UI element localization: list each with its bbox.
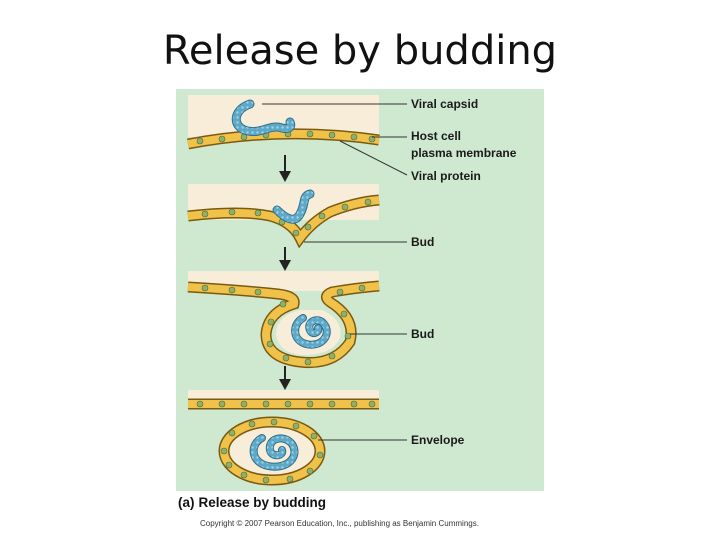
label-bud-2: Bud bbox=[411, 327, 434, 341]
figure-caption: (a)Release by budding bbox=[178, 495, 326, 510]
arrow-down bbox=[279, 366, 291, 390]
copyright-notice: Copyright © 2007 Pearson Education, Inc.… bbox=[200, 519, 479, 528]
label-plasma-membrane: plasma membrane bbox=[411, 146, 517, 160]
label-host-cell: Host cell bbox=[411, 129, 461, 143]
arrow-down bbox=[279, 247, 291, 271]
viral-proteins bbox=[220, 418, 324, 484]
label-envelope: Envelope bbox=[411, 433, 465, 447]
stage-3 bbox=[187, 271, 380, 369]
viral-proteins bbox=[201, 198, 372, 237]
viral-proteins bbox=[201, 284, 366, 366]
label-viral-capsid: Viral capsid bbox=[411, 97, 478, 111]
label-bud-1: Bud bbox=[411, 235, 434, 249]
stage-2 bbox=[187, 184, 380, 249]
caption-text: Release by budding bbox=[198, 495, 327, 510]
viral-proteins bbox=[196, 400, 376, 408]
slide-title: Release by budding bbox=[162, 28, 558, 74]
stage-4 bbox=[187, 390, 379, 486]
caption-letter: (a) bbox=[178, 495, 195, 510]
label-viral-protein: Viral protein bbox=[411, 169, 481, 183]
stage-1 bbox=[186, 95, 380, 150]
leader-lines bbox=[262, 103, 408, 441]
arrow-down bbox=[279, 155, 291, 182]
